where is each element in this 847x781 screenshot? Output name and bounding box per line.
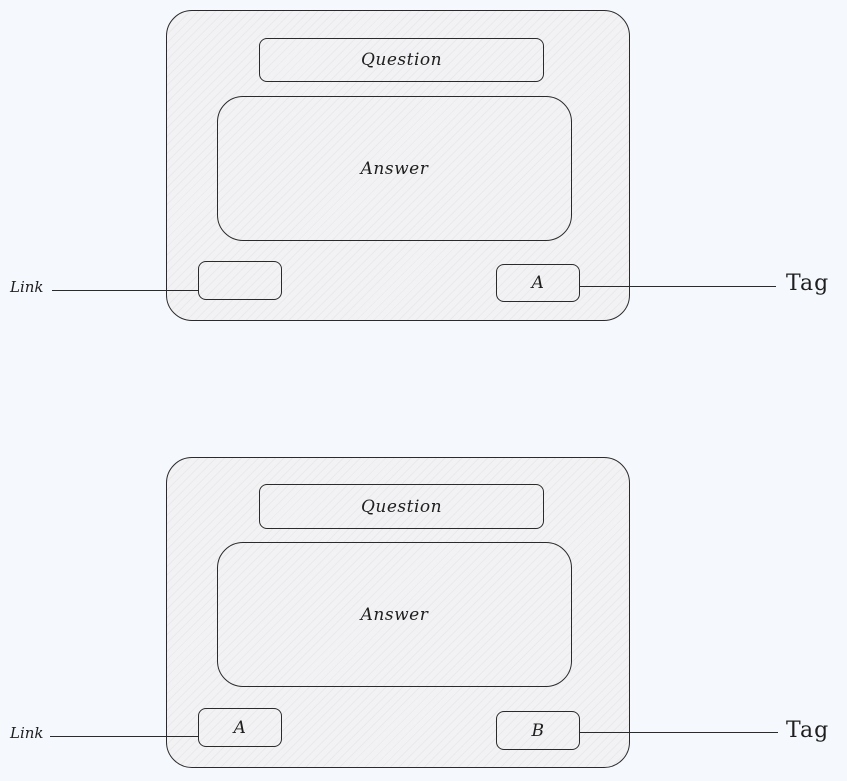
tag-box-2[interactable]: B xyxy=(496,711,580,750)
tag-box-text-2: B xyxy=(531,720,545,741)
link-box-text-2: A xyxy=(233,717,247,738)
tag-box-text-1: A xyxy=(531,273,545,293)
tag-annotation-2: Tag xyxy=(786,718,830,743)
link-annotation-2: Link xyxy=(10,724,44,742)
question-label-1: Question xyxy=(360,50,443,70)
link-box-1[interactable] xyxy=(198,261,282,300)
link-connector-1 xyxy=(52,290,198,291)
link-box-2[interactable]: A xyxy=(198,708,282,747)
link-connector-2 xyxy=(50,736,198,737)
answer-label-1: Answer xyxy=(360,158,429,179)
tag-connector-1 xyxy=(580,286,776,287)
link-annotation-1: Link xyxy=(10,278,44,296)
tag-annotation-1: Tag xyxy=(786,271,830,296)
question-label-2: Question xyxy=(360,496,443,517)
answer-box-2: Answer xyxy=(217,542,572,687)
answer-box-1: Answer xyxy=(217,96,572,241)
tag-connector-2 xyxy=(580,732,778,733)
tag-box-1[interactable]: A xyxy=(496,264,580,302)
question-box-2: Question xyxy=(259,484,544,529)
question-box-1: Question xyxy=(259,38,544,82)
answer-label-2: Answer xyxy=(360,604,429,625)
